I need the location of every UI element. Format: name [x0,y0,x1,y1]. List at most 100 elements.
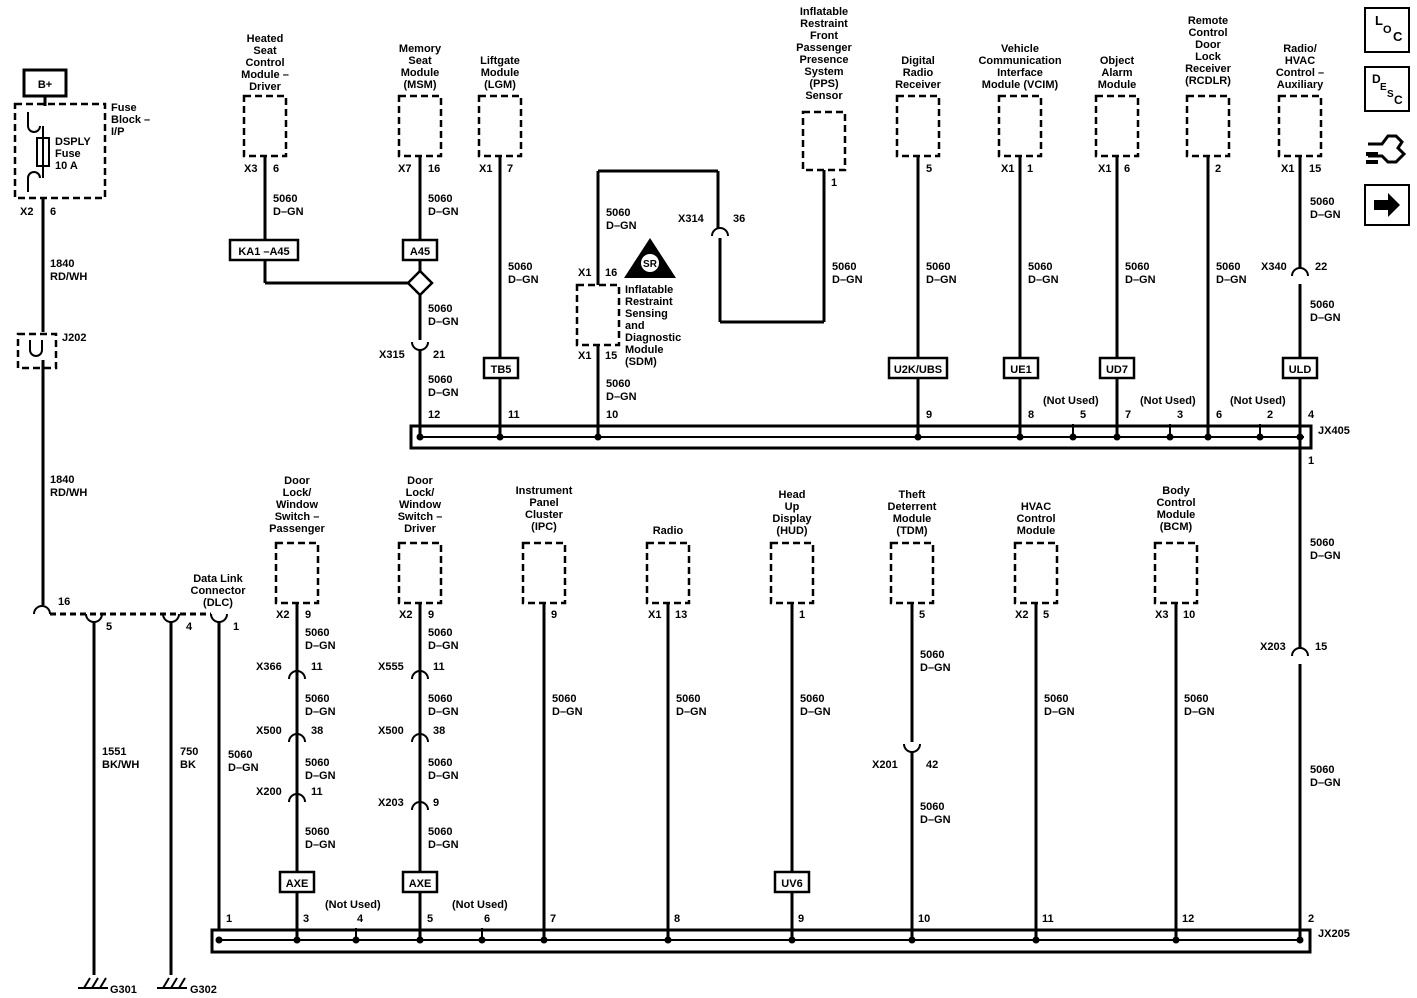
svg-text:1: 1 [1308,455,1314,467]
svg-text:5060: 5060 [228,749,252,761]
svg-text:11: 11 [311,786,323,798]
svg-text:1: 1 [799,609,805,621]
svg-text:(Not Used): (Not Used) [1043,395,1099,407]
svg-text:2: 2 [1308,913,1314,925]
svg-text:X500: X500 [378,725,404,737]
svg-text:5060: 5060 [1310,764,1334,776]
svg-text:D–GN: D–GN [428,640,459,652]
svg-text:X1: X1 [648,609,661,621]
svg-text:D–GN: D–GN [428,316,459,328]
svg-text:D–GN: D–GN [228,762,259,774]
svg-text:5: 5 [926,163,932,175]
svg-text:5060: 5060 [1184,693,1208,705]
top-not-used-pins: (Not Used) 5 (Not Used) 3 (Not Used) 2 [1043,395,1286,437]
svg-text:X1: X1 [1098,163,1111,175]
svg-text:5060: 5060 [428,826,452,838]
svg-text:4: 4 [357,913,364,925]
svg-text:22: 22 [1315,261,1327,273]
svg-text:C: C [1393,29,1403,44]
svg-text:G301: G301 [110,984,137,996]
svg-text:X500: X500 [256,725,282,737]
svg-text:D–GN: D–GN [1184,706,1215,718]
svg-text:7: 7 [1125,409,1131,421]
svg-text:5060: 5060 [428,193,452,205]
svg-text:9: 9 [926,409,932,421]
svg-text:3: 3 [1177,409,1183,421]
svg-text:12: 12 [428,409,440,421]
svg-text:D–GN: D–GN [1310,312,1341,324]
svg-text:D–GN: D–GN [606,391,637,403]
next-icon[interactable] [1364,184,1410,226]
fuse-pin: 6 [50,206,56,218]
svg-text:5060: 5060 [552,693,576,705]
svg-text:10: 10 [918,913,930,925]
svg-text:6: 6 [484,913,490,925]
svg-text:5060: 5060 [800,693,824,705]
tag-ue1: UE1 [1010,364,1031,376]
svg-text:5060: 5060 [676,693,700,705]
tag-u2k-ubs: U2K/UBS [894,364,942,376]
svg-text:O: O [1383,24,1392,36]
svg-text:D–GN: D–GN [676,706,707,718]
svg-text:D–GN: D–GN [1125,274,1156,286]
svg-text:BK/WH: BK/WH [102,759,139,771]
svg-text:X1: X1 [479,163,492,175]
svg-text:2: 2 [1215,163,1221,175]
svg-text:3: 3 [303,913,309,925]
svg-text:5060: 5060 [273,193,297,205]
ground-g301: G301 [78,977,137,996]
svg-text:D–GN: D–GN [428,770,459,782]
svg-text:1: 1 [226,913,232,925]
tag-a45: A45 [410,246,430,258]
svg-text:5: 5 [106,621,112,633]
svg-text:S: S [1387,89,1394,100]
ground-g302: G302 [157,977,217,996]
power-label: B+ [38,79,52,91]
svg-text:5060: 5060 [1310,299,1334,311]
description-icon[interactable]: D E S C [1364,66,1410,112]
svg-text:D–GN: D–GN [428,206,459,218]
svg-text:16: 16 [58,596,70,608]
svg-text:D–GN: D–GN [920,662,951,674]
svg-text:5: 5 [1080,409,1086,421]
svg-text:X203: X203 [378,797,404,809]
location-icon[interactable]: L O C [1364,7,1410,53]
svg-text:D–GN: D–GN [305,839,336,851]
svg-text:E: E [1380,82,1387,93]
svg-text:D–GN: D–GN [800,706,831,718]
svg-text:RD/WH: RD/WH [50,271,87,283]
svg-text:(Not Used): (Not Used) [1140,395,1196,407]
svg-text:5060: 5060 [305,757,329,769]
svg-text:L: L [1375,13,1383,28]
svg-text:11: 11 [311,661,323,673]
svg-text:X2: X2 [1015,609,1028,621]
trunk-right: 1 5060 D–GN X203 15 5060 D–GN 2 [1260,437,1341,940]
svg-text:11: 11 [433,661,445,673]
svg-text:X366: X366 [256,661,282,673]
svg-text:750: 750 [180,746,198,758]
svg-text:9: 9 [305,609,311,621]
svg-text:G302: G302 [190,984,217,996]
svg-text:D–GN: D–GN [1310,550,1341,562]
svg-text:9: 9 [798,913,804,925]
svg-text:42: 42 [926,759,938,771]
svg-text:X7: X7 [398,163,411,175]
connector-icon[interactable] [1364,124,1412,172]
svg-text:5060: 5060 [428,627,452,639]
svg-text:9: 9 [433,797,439,809]
svg-text:5060: 5060 [1044,693,1068,705]
splice-j202: J202 [16,332,86,370]
